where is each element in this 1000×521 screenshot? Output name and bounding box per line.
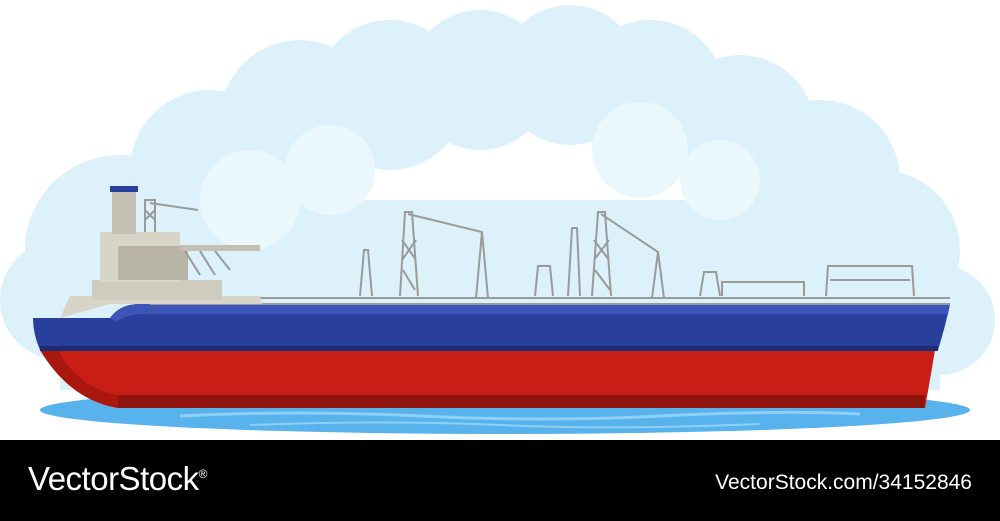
- tanker-illustration: [0, 5, 995, 434]
- registered-mark: ®: [198, 467, 208, 481]
- background-clouds-highlight: [200, 102, 760, 250]
- image-id-text: VectorStock.com/34152846: [715, 471, 972, 494]
- superstructure: [60, 186, 262, 318]
- deck-cranes: [144, 199, 915, 299]
- vectorstock-logo-text: VectorStock®: [28, 462, 207, 495]
- illustration-scene: [0, 5, 995, 434]
- deck-rail: [150, 297, 950, 305]
- brand-left-text: VectorStock: [28, 460, 199, 497]
- hull-lower: [40, 350, 935, 408]
- hull-upper: [33, 304, 950, 351]
- watermark-footer: VectorStock® VectorStock.com/34152846: [0, 440, 1000, 521]
